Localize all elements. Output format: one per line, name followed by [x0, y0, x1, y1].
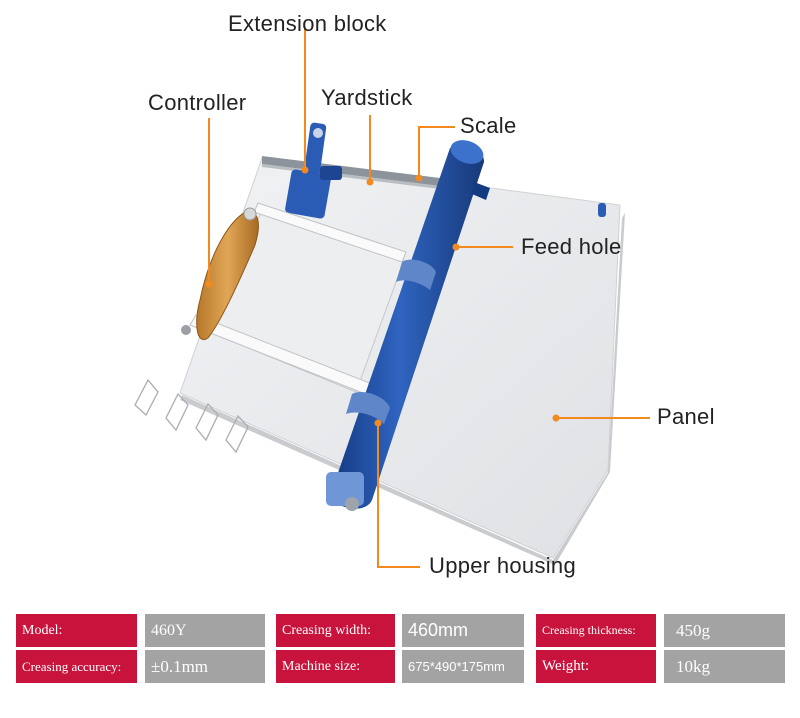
callout-feed-hole: Feed hole [521, 234, 622, 259]
feed-hole-pin [598, 203, 606, 217]
machine-size-value: 675*490*175mm [402, 650, 524, 683]
callout-upper-housing: Upper housing [429, 553, 576, 578]
product-illustration: Extension block Controller Yardstick Sca… [134, 11, 715, 578]
leader-lines [205, 28, 650, 568]
callout-yardstick: Yardstick [321, 85, 413, 110]
creasing-accuracy-label: Creasing accuracy: [16, 650, 137, 683]
creasing-width-label: Creasing width: [276, 614, 395, 647]
panel-edge [180, 213, 625, 565]
creasing-machine-drawing [134, 28, 650, 568]
weight-value: 10kg [664, 650, 785, 683]
callout-extension-block: Extension block [228, 11, 387, 36]
creasing-thickness-label: Creasing thickness: [536, 614, 656, 647]
creasing-accuracy-value: ±0.1mm [145, 650, 265, 683]
spec-table: Model: 460Y Creasing width: 460mm Creasi… [0, 612, 800, 702]
model-value: 460Y [145, 614, 265, 647]
callout-controller: Controller [148, 90, 247, 115]
creasing-width-value: 460mm [402, 614, 524, 647]
machine-size-label: Machine size: [276, 650, 395, 683]
callout-scale: Scale [460, 113, 517, 138]
model-label: Model: [16, 614, 137, 647]
callout-panel: Panel [657, 404, 715, 429]
upper-housing [326, 140, 490, 511]
weight-label: Weight: [536, 650, 656, 683]
panel-icons [134, 378, 249, 454]
controller-handle [196, 207, 259, 341]
creasing-thickness-value: 450g [664, 614, 785, 647]
extension-block [285, 122, 342, 219]
